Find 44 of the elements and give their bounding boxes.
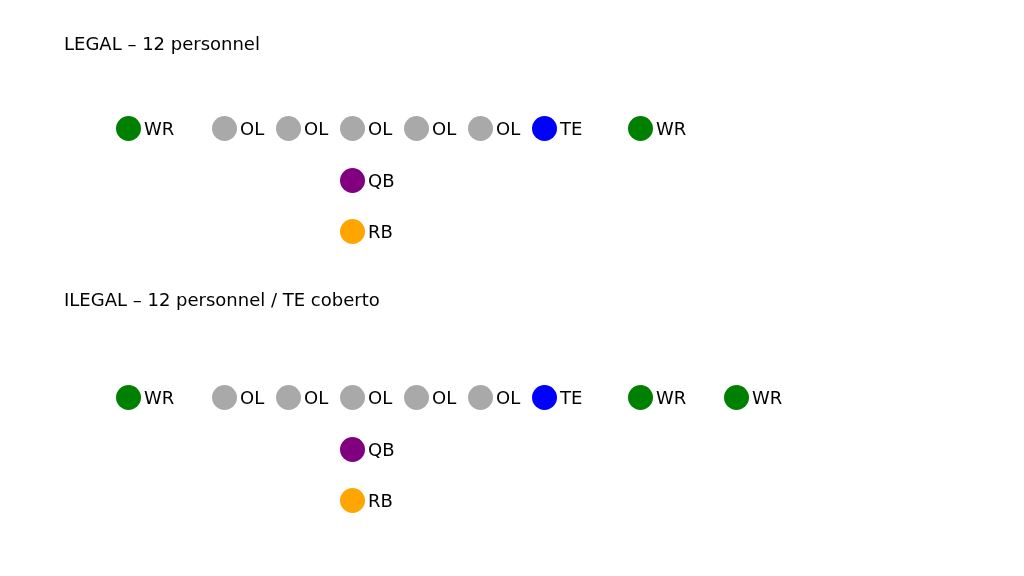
position-label: OL [304,389,329,407]
player-circle [467,115,493,141]
player-circle [627,384,653,410]
position-label: OL [368,389,393,407]
player-circle [723,384,749,410]
player-circle [403,115,429,141]
player-circle [339,218,365,244]
section-heading: ILEGAL – 12 personnel / TE coberto [64,291,380,309]
player-circle [531,115,557,141]
position-label: WR [656,120,687,138]
player-circle [339,384,365,410]
player-circle [467,384,493,410]
position-label: WR [656,389,687,407]
position-label: TE [560,120,583,138]
player-circle [339,436,365,462]
position-label: WR [144,389,175,407]
position-label: QB [368,441,395,459]
position-label: OL [304,120,329,138]
position-label: OL [368,120,393,138]
player-circle [115,384,141,410]
position-label: WR [144,120,175,138]
position-label: OL [432,389,457,407]
position-label: OL [240,120,265,138]
player-circle [339,487,365,513]
position-label: QB [368,172,395,190]
position-label: RB [368,223,393,241]
position-label: OL [432,120,457,138]
player-circle [339,167,365,193]
player-circle [211,384,237,410]
position-label: RB [368,492,393,510]
player-circle [275,384,301,410]
player-circle [275,115,301,141]
position-label: OL [240,389,265,407]
player-circle [211,115,237,141]
position-label: WR [752,389,783,407]
section-heading: LEGAL – 12 personnel [64,35,260,53]
position-label: TE [560,389,583,407]
player-circle [627,115,653,141]
player-circle [339,115,365,141]
position-label: OL [496,389,521,407]
position-label: OL [496,120,521,138]
player-circle [115,115,141,141]
player-circle [403,384,429,410]
player-circle [531,384,557,410]
